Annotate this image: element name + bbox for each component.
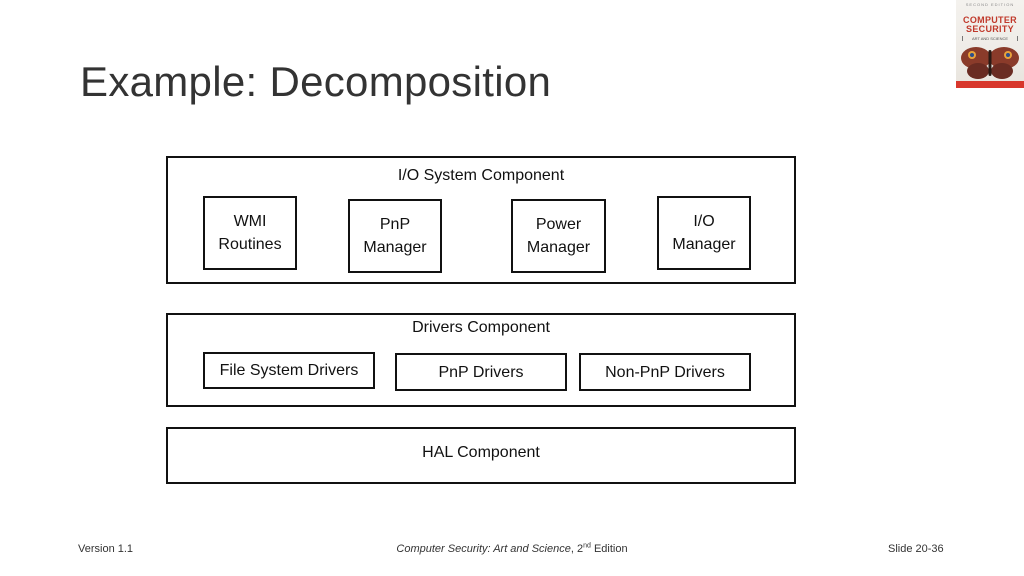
footer-book-citation: Computer Security: Art and Science, 2nd … xyxy=(0,542,1024,555)
io-manager-box: I/O Manager xyxy=(657,196,751,270)
wmi-routines-box: WMI Routines xyxy=(203,196,297,270)
hal-component-box: HAL Component xyxy=(166,427,796,484)
footer-book-title: Computer Security: Art and Science xyxy=(396,543,571,555)
pnp-drivers-box: PnP Drivers xyxy=(395,353,567,391)
footer-edition-prefix: , 2 xyxy=(570,543,584,555)
pnp-drivers-label: PnP Drivers xyxy=(438,363,524,381)
file-system-drivers-box: File System Drivers xyxy=(203,352,375,389)
wmi-routines-label: WMI Routines xyxy=(218,213,282,253)
footer-edition-sup: nd xyxy=(583,542,591,550)
book-cover-image: SECOND EDITION COMPUTER SECURITY ART AND… xyxy=(956,0,1024,88)
footer-edition-suffix: Edition xyxy=(590,543,628,555)
drivers-component-label: Drivers Component xyxy=(412,319,550,336)
cover-edition: SECOND EDITION xyxy=(965,2,1015,7)
file-system-drivers-label: File System Drivers xyxy=(219,362,359,379)
io-system-component-label: I/O System Component xyxy=(397,167,565,184)
footer-slide-number: Slide 20-36 xyxy=(888,543,944,555)
non-pnp-drivers-label: Non-PnP Drivers xyxy=(605,363,725,381)
footer-version: Version 1.1 xyxy=(78,543,134,555)
hal-component-label: HAL Component xyxy=(422,444,540,461)
butterfly-icon xyxy=(961,47,1019,79)
cover-subtitle: ART AND SCIENCE xyxy=(962,36,1018,41)
non-pnp-drivers-box: Non-PnP Drivers xyxy=(579,353,751,391)
pnp-manager-label: PnP Manager xyxy=(363,216,427,256)
cover-title-line1: COMPUTER xyxy=(963,15,1017,25)
cover-title-line2: SECURITY xyxy=(966,24,1014,34)
cover-bottom-bar xyxy=(956,81,1024,88)
io-manager-label: I/O Manager xyxy=(672,213,736,253)
power-manager-box: Power Manager xyxy=(511,199,606,273)
pnp-manager-box: PnP Manager xyxy=(348,199,442,273)
power-manager-label: Power Manager xyxy=(526,216,591,256)
slide-title: Example: Decomposition xyxy=(80,58,552,105)
